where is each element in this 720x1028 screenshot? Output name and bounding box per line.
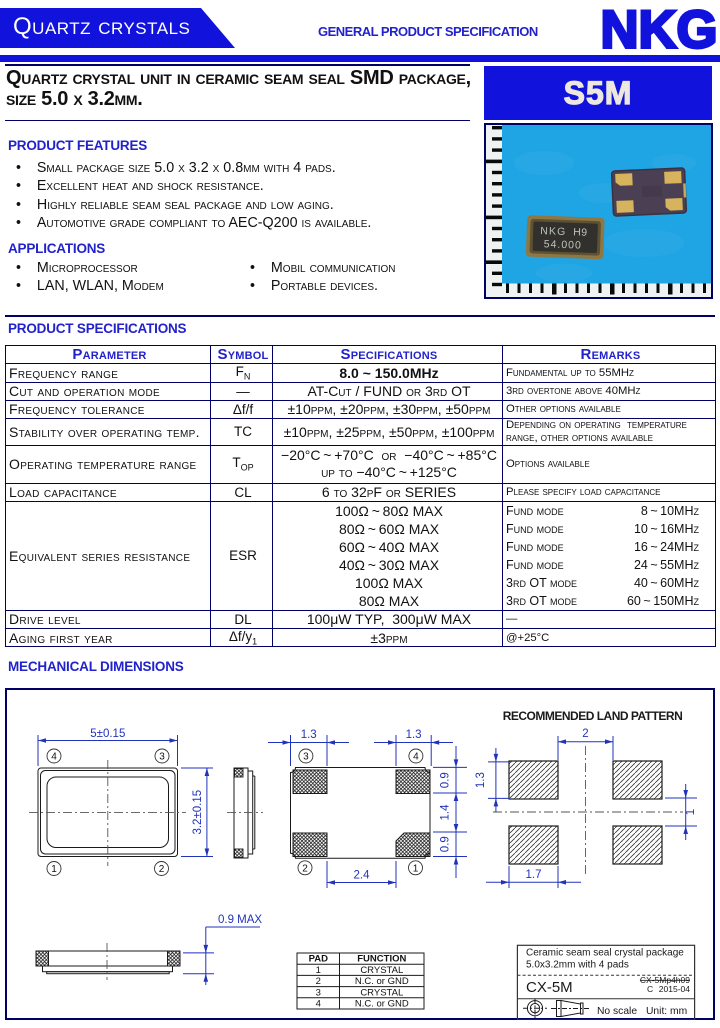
svg-text:No scale: No scale bbox=[597, 1006, 637, 1017]
svg-text:4: 4 bbox=[413, 752, 419, 763]
svg-text:1.4: 1.4 bbox=[440, 804, 452, 821]
svg-text:2: 2 bbox=[159, 864, 165, 875]
svg-text:RECOMMENDED LAND PATTERN: RECOMMENDED LAND PATTERN bbox=[503, 709, 683, 723]
svg-text:1.7: 1.7 bbox=[526, 869, 542, 881]
svg-text:54.000: 54.000 bbox=[544, 238, 583, 251]
svg-text:0.9: 0.9 bbox=[440, 836, 452, 852]
svg-text:1.3: 1.3 bbox=[301, 729, 317, 741]
svg-text:CX-5Mp4h09: CX-5Mp4h09 bbox=[640, 975, 690, 985]
svg-text:Ceramic seam seal crystal pack: Ceramic seam seal crystal package bbox=[526, 948, 684, 959]
svg-text:NKG: NKG bbox=[540, 225, 567, 238]
svg-text:0.9 MAX: 0.9 MAX bbox=[218, 914, 262, 926]
svg-text:2.4: 2.4 bbox=[354, 870, 371, 882]
svg-text:2: 2 bbox=[302, 863, 308, 874]
svg-text:C: C bbox=[647, 984, 653, 994]
svg-text:PAD: PAD bbox=[309, 954, 328, 965]
svg-text:3: 3 bbox=[316, 987, 321, 998]
svg-text:0.9: 0.9 bbox=[440, 772, 452, 788]
svg-text:1: 1 bbox=[51, 864, 57, 875]
svg-text:5±0.15: 5±0.15 bbox=[90, 728, 125, 740]
svg-text:1: 1 bbox=[316, 965, 321, 976]
svg-text:N.C. or GND: N.C. or GND bbox=[355, 999, 409, 1010]
svg-text:1: 1 bbox=[685, 809, 697, 815]
svg-text:1.3: 1.3 bbox=[475, 772, 487, 788]
svg-text:NKG: NKG bbox=[601, 4, 718, 54]
svg-text:4: 4 bbox=[316, 999, 321, 1010]
svg-text:3: 3 bbox=[303, 752, 309, 763]
svg-text:FUNCTION: FUNCTION bbox=[357, 954, 406, 965]
svg-text:N.C. or GND: N.C. or GND bbox=[355, 976, 409, 987]
svg-text:4: 4 bbox=[51, 752, 57, 763]
svg-text:Unit: mm: Unit: mm bbox=[646, 1006, 687, 1017]
svg-text:2015-04: 2015-04 bbox=[659, 984, 690, 994]
svg-text:1.3: 1.3 bbox=[406, 729, 422, 741]
svg-text:2: 2 bbox=[582, 728, 588, 740]
svg-text:H9: H9 bbox=[573, 226, 588, 238]
svg-text:3.2±0.15: 3.2±0.15 bbox=[192, 790, 204, 835]
svg-text:CX-5M: CX-5M bbox=[526, 979, 573, 996]
svg-text:5.0x3.2mm with 4 pads: 5.0x3.2mm with 4 pads bbox=[526, 960, 629, 971]
svg-text:1: 1 bbox=[413, 863, 419, 874]
svg-text:3: 3 bbox=[159, 752, 165, 763]
svg-text:2: 2 bbox=[316, 976, 321, 987]
svg-text:CRYSTAL: CRYSTAL bbox=[360, 965, 403, 976]
svg-text:CRYSTAL: CRYSTAL bbox=[360, 987, 403, 998]
